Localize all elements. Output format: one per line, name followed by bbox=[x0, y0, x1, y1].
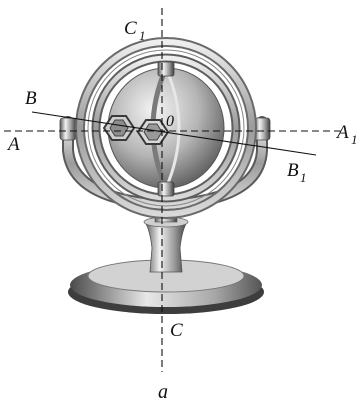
label-c: C bbox=[170, 320, 183, 341]
label-b1: B 1 bbox=[287, 160, 307, 185]
label-b: B bbox=[25, 88, 37, 109]
svg-text:A: A bbox=[6, 134, 20, 155]
outer-gimbal-ring bbox=[75, 37, 257, 219]
svg-text:A: A bbox=[335, 122, 349, 143]
svg-text:B: B bbox=[25, 88, 37, 109]
label-o: 0 bbox=[166, 113, 174, 130]
figure-caption: a bbox=[158, 381, 168, 403]
svg-text:C: C bbox=[124, 18, 137, 39]
outer-frame bbox=[59, 116, 271, 212]
svg-text:1: 1 bbox=[351, 132, 358, 147]
svg-text:B: B bbox=[287, 160, 299, 181]
svg-text:C: C bbox=[170, 320, 183, 341]
svg-text:1: 1 bbox=[139, 28, 146, 43]
svg-text:a: a bbox=[158, 381, 168, 403]
axis-b-b1 bbox=[31, 111, 317, 156]
inner-gimbal-ring bbox=[91, 53, 241, 203]
svg-text:0: 0 bbox=[166, 113, 174, 130]
stand-base bbox=[68, 259, 264, 314]
label-a: A bbox=[6, 134, 20, 155]
label-c1: C 1 bbox=[124, 18, 146, 43]
svg-text:1: 1 bbox=[300, 170, 307, 185]
axle-nuts bbox=[102, 115, 170, 145]
label-a1: A 1 bbox=[335, 122, 358, 147]
